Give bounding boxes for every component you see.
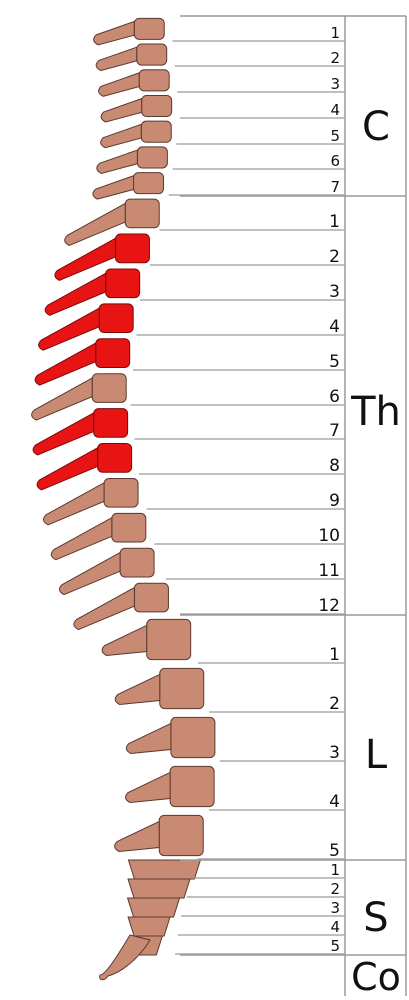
vertebra-label-s-2: 2 [330, 880, 340, 898]
vertebra-label-th-5: 5 [329, 352, 340, 372]
vertebra-label-th-6: 6 [329, 387, 340, 407]
vertebra-label-c-7: 7 [330, 178, 340, 196]
vertebra-c-6 [97, 147, 168, 174]
vertebra-c-3 [99, 70, 170, 97]
vertebra-c-5 [101, 121, 172, 148]
coccyx [100, 935, 150, 980]
region-label-th: Th [350, 389, 401, 435]
vertebra-label-th-8: 8 [329, 456, 340, 476]
vertebra-label-c-4: 4 [330, 101, 340, 119]
vertebra-label-c-3: 3 [330, 75, 340, 93]
vertebra-label-th-3: 3 [329, 282, 340, 302]
vertebra-label-th-1: 1 [329, 212, 340, 232]
region-brackets [180, 16, 406, 996]
vertebra-label-l-5: 5 [329, 841, 340, 861]
region-label-co: Co [351, 955, 401, 996]
vertebra-label-th-4: 4 [329, 317, 340, 337]
vertebra-label-l-4: 4 [329, 792, 340, 812]
vertebra-label-c-6: 6 [330, 152, 340, 170]
vertebra-label-th-2: 2 [329, 247, 340, 267]
vertebra-label-l-1: 1 [329, 645, 340, 665]
vertebra-c-7 [93, 173, 164, 200]
vertebra-s-2 [128, 879, 190, 898]
vertebra-label-s-5: 5 [330, 937, 340, 955]
spinal-column [32, 18, 215, 979]
vertebra-l-5 [115, 815, 204, 855]
vertebra-label-s-1: 1 [330, 861, 340, 879]
vertebra-label-c-2: 2 [330, 49, 340, 67]
region-label-l: L [365, 732, 388, 778]
vertebra-c-2 [96, 44, 167, 71]
vertebra-label-th-7: 7 [329, 421, 340, 441]
vertebra-l-2 [115, 668, 204, 708]
vertebra-l-3 [126, 717, 215, 757]
vertebra-label-th-11: 11 [318, 561, 340, 581]
vertebra-label-th-12: 12 [318, 596, 340, 616]
vertebra-l-1 [102, 619, 191, 659]
vertebra-c-4 [101, 95, 172, 122]
vertebra-label-s-3: 3 [330, 899, 340, 917]
vertebra-c-1 [94, 18, 165, 45]
vertebra-label-l-2: 2 [329, 694, 340, 714]
vertebra-s-1 [128, 860, 200, 879]
region-labels: C ThL S Co [350, 104, 401, 996]
vertebra-s-4 [128, 917, 170, 936]
vertebra-label-th-10: 10 [318, 526, 340, 546]
vertebra-l-4 [126, 766, 215, 806]
vertebra-label-th-9: 9 [329, 491, 340, 511]
vertebra-s-3 [128, 898, 180, 917]
vertebra-labels: 12345671234567891011121234512345 [318, 24, 340, 955]
vertebra-label-s-4: 4 [330, 918, 340, 936]
vertebra-label-l-3: 3 [329, 743, 340, 763]
vertebra-label-c-1: 1 [330, 24, 340, 42]
region-label-s: S [363, 895, 388, 941]
vertebra-label-c-5: 5 [330, 127, 340, 145]
region-label-c: C [362, 104, 390, 150]
